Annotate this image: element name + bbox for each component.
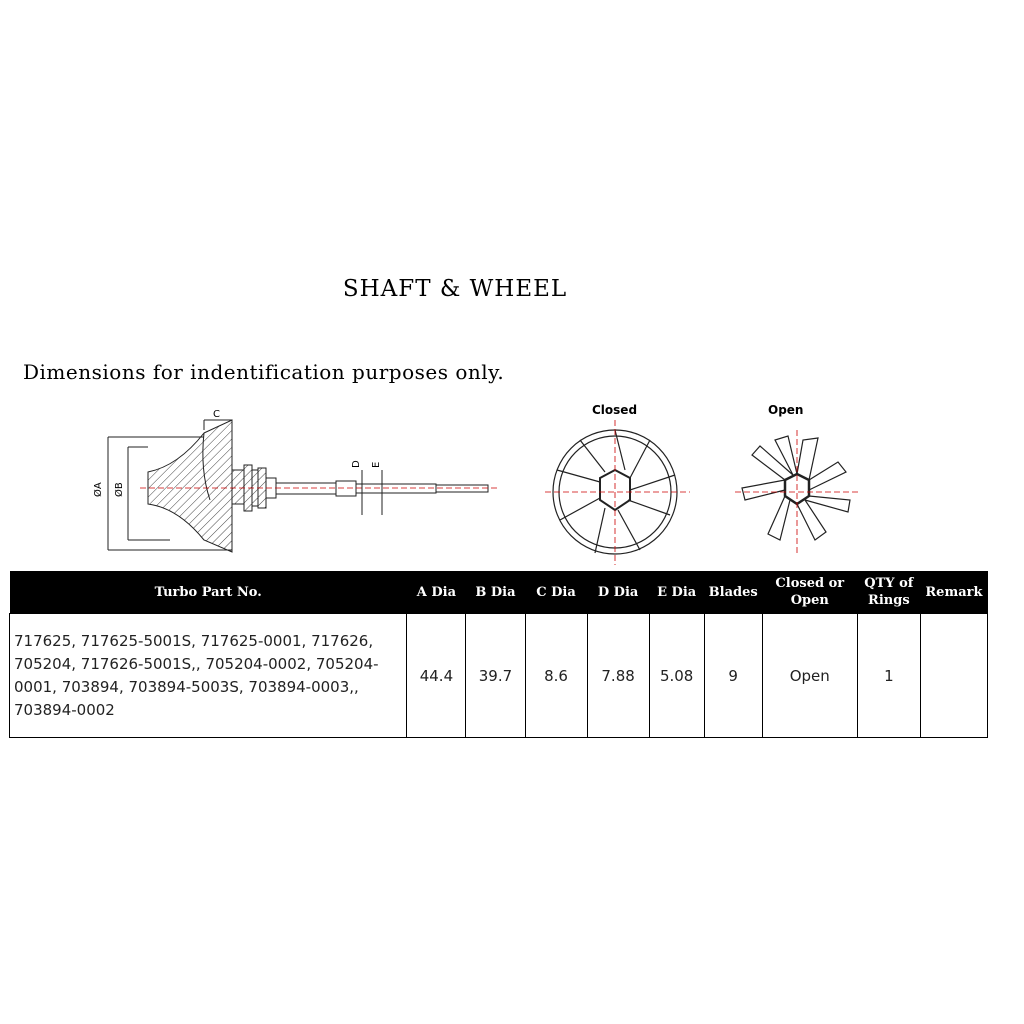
cell-e-dia: 5.08 (648, 613, 705, 738)
part-no-line: 0001, 703894, 703894-5003S, 703894-0003,… (14, 677, 359, 696)
table-row: 717625, 717625-5001S, 717625-0001, 71762… (8, 613, 989, 738)
page-title: SHAFT & WHEEL (342, 276, 568, 302)
ring-groove (231, 469, 245, 505)
technical-drawing: ØA ØB C D E Closed Open (92, 403, 860, 565)
header-remark: Remark (920, 571, 988, 614)
page-subtitle: Dimensions for indentification purposes … (23, 360, 505, 384)
dim-label-d: D (351, 460, 362, 468)
shaft-side-view (107, 419, 500, 553)
header-e-dia: E Dia (649, 571, 705, 614)
header-closed-open-line2: Open (790, 593, 829, 608)
header-qty-line1: QTY of (864, 576, 914, 591)
part-no-line: 705204, 717626-5001S,, 705204-0002, 7052… (14, 654, 379, 673)
header-d-dia: D Dia (587, 571, 650, 614)
part-no-line: 717625, 717625-5001S, 717625-0001, 71762… (14, 631, 374, 650)
dim-label-a: ØA (92, 482, 104, 497)
open-wheel-drawing (735, 430, 860, 555)
closed-wheel-drawing (545, 420, 690, 565)
dim-label-c: C (213, 409, 220, 420)
cell-closed-open: Open (761, 613, 858, 738)
open-label: Open (768, 403, 803, 417)
header-part-no: Turbo Part No. (9, 571, 407, 614)
wheel-profile (147, 419, 233, 553)
header-c-dia: C Dia (525, 571, 588, 614)
cell-remark (919, 613, 989, 738)
header-blades: Blades (704, 571, 763, 614)
cell-c-dia: 8.6 (524, 613, 588, 738)
dim-label-e: E (371, 462, 382, 468)
header-b-dia: B Dia (465, 571, 525, 614)
part-no-line: 703894-0002 (14, 700, 115, 719)
cell-a-dia: 44.4 (406, 613, 467, 738)
dim-label-b: ØB (113, 482, 125, 497)
header-qty-line2: Rings (868, 593, 910, 608)
shaft-body (275, 482, 337, 495)
header-closed-open-line1: Closed or (775, 576, 845, 591)
closed-label: Closed (592, 403, 637, 417)
table-header-row: Turbo Part No. A Dia B Dia C Dia D Dia E… (9, 571, 988, 614)
header-qty-rings: QTY of Rings (857, 571, 921, 614)
cell-blades: 9 (703, 613, 763, 738)
specification-table: Turbo Part No. A Dia B Dia C Dia D Dia E… (8, 571, 989, 738)
header-a-dia: A Dia (406, 571, 466, 614)
header-closed-open: Closed or Open (762, 571, 858, 614)
cell-part-numbers: 717625, 717625-5001S, 717625-0001, 71762… (8, 613, 408, 738)
cell-qty-rings: 1 (856, 613, 921, 738)
cell-d-dia: 7.88 (586, 613, 650, 738)
cell-b-dia: 39.7 (465, 613, 526, 738)
